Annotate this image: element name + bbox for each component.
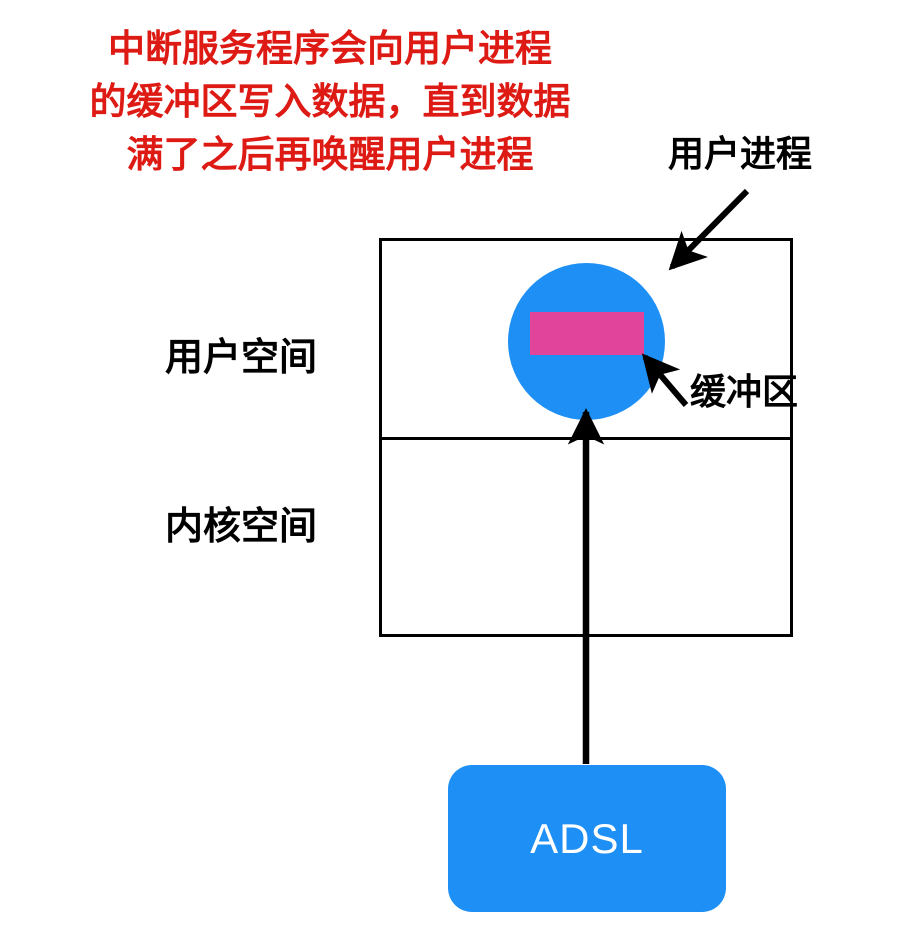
- adsl-node: ADSL: [448, 765, 726, 912]
- annotation-title-line-2: 的缓冲区写入数据，直到数据: [89, 81, 571, 122]
- annotation-title-line-3: 满了之后再唤醒用户进程: [126, 134, 534, 175]
- buffer-rectangle: [530, 312, 644, 355]
- annotation-title: 中断服务程序会向用户进程 的缓冲区写入数据，直到数据 满了之后再唤醒用户进程: [0, 22, 660, 181]
- label-kernel-space: 内核空间: [165, 506, 318, 548]
- annotation-title-line-1: 中断服务程序会向用户进程: [108, 28, 552, 69]
- label-user-space: 用户空间: [165, 337, 318, 379]
- adsl-node-label: ADSL: [530, 814, 644, 862]
- memory-space-divider: [379, 437, 793, 440]
- label-user-process: 用户进程: [668, 133, 813, 174]
- label-buffer: 缓冲区: [690, 371, 799, 412]
